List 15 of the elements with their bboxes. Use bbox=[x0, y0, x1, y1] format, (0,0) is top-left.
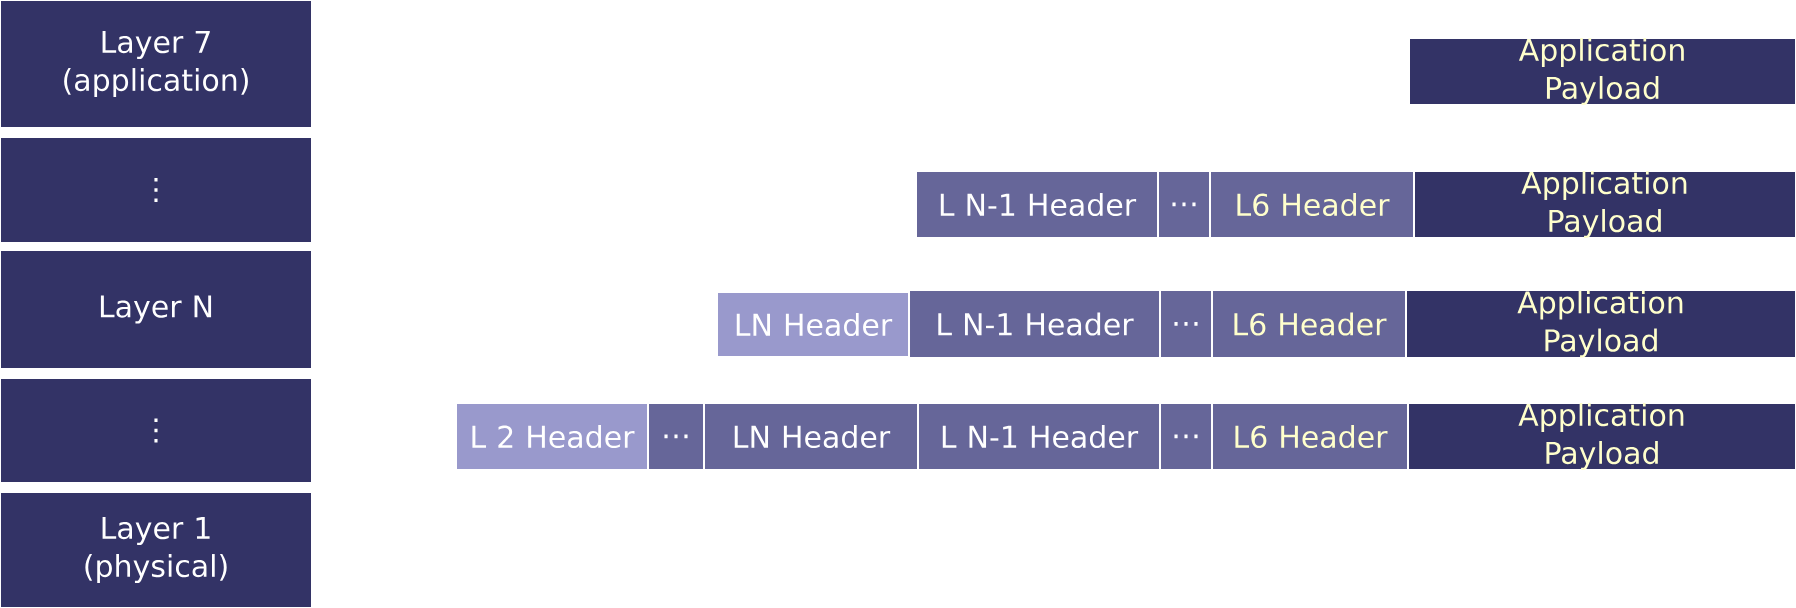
payload-box: Application Payload bbox=[1413, 169, 1796, 239]
ellipsis-box: … bbox=[1159, 402, 1213, 471]
layer-box: ⋮ bbox=[0, 377, 313, 484]
layer-box: ⋮ bbox=[0, 136, 313, 244]
payload-box: Application Payload bbox=[1405, 289, 1796, 359]
ellipsis-box: … bbox=[1159, 289, 1213, 359]
payload-box: Application Payload bbox=[1408, 37, 1796, 106]
payload-box: Application Payload bbox=[1407, 402, 1796, 471]
header-box: LN Header bbox=[716, 291, 910, 358]
ellipsis-box: … bbox=[1157, 170, 1211, 239]
layer-box: Layer N bbox=[0, 249, 313, 370]
layer-box: Layer 7 (application) bbox=[0, 0, 313, 129]
layer-box: Layer 1 (physical) bbox=[0, 491, 313, 608]
ellipsis-box: … bbox=[647, 402, 705, 471]
header-box: L 2 Header bbox=[455, 402, 649, 471]
